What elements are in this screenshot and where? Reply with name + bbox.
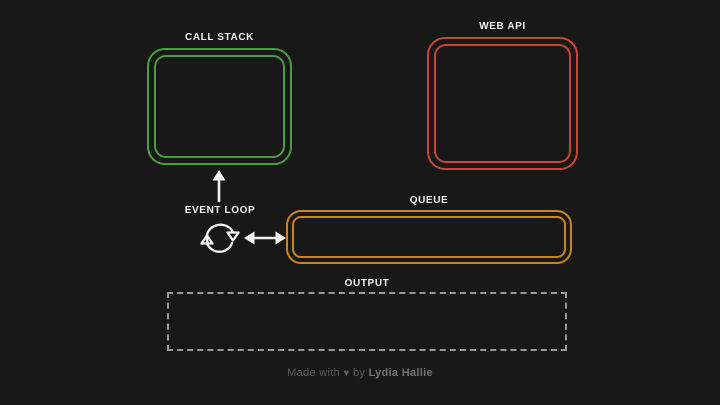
credit-author: Lydia Hallie: [368, 367, 433, 379]
credit-by: by: [352, 367, 366, 379]
call-stack-box: [147, 48, 292, 165]
output-label: OUTPUT: [344, 278, 390, 289]
cycle-sync-icon: [200, 223, 240, 253]
arrow-up-icon: [212, 170, 226, 202]
web-api-label: WEB API: [479, 21, 526, 32]
heart-icon: ♥: [343, 368, 350, 379]
credit-made-with: Made with: [287, 367, 340, 379]
credit-footer: Made with ♥ by Lydia Hallie: [0, 367, 720, 379]
queue-box: [286, 210, 572, 264]
call-stack-box-inner: [154, 55, 285, 158]
event-loop-label: EVENT LOOP: [184, 205, 256, 216]
arrow-left-right-icon: [244, 231, 286, 245]
web-api-box-inner: [434, 44, 571, 163]
output-box: [167, 292, 567, 351]
call-stack-label: CALL STACK: [185, 32, 254, 43]
queue-box-inner: [292, 216, 566, 258]
web-api-box: [427, 37, 578, 170]
queue-label: QUEUE: [409, 195, 449, 206]
